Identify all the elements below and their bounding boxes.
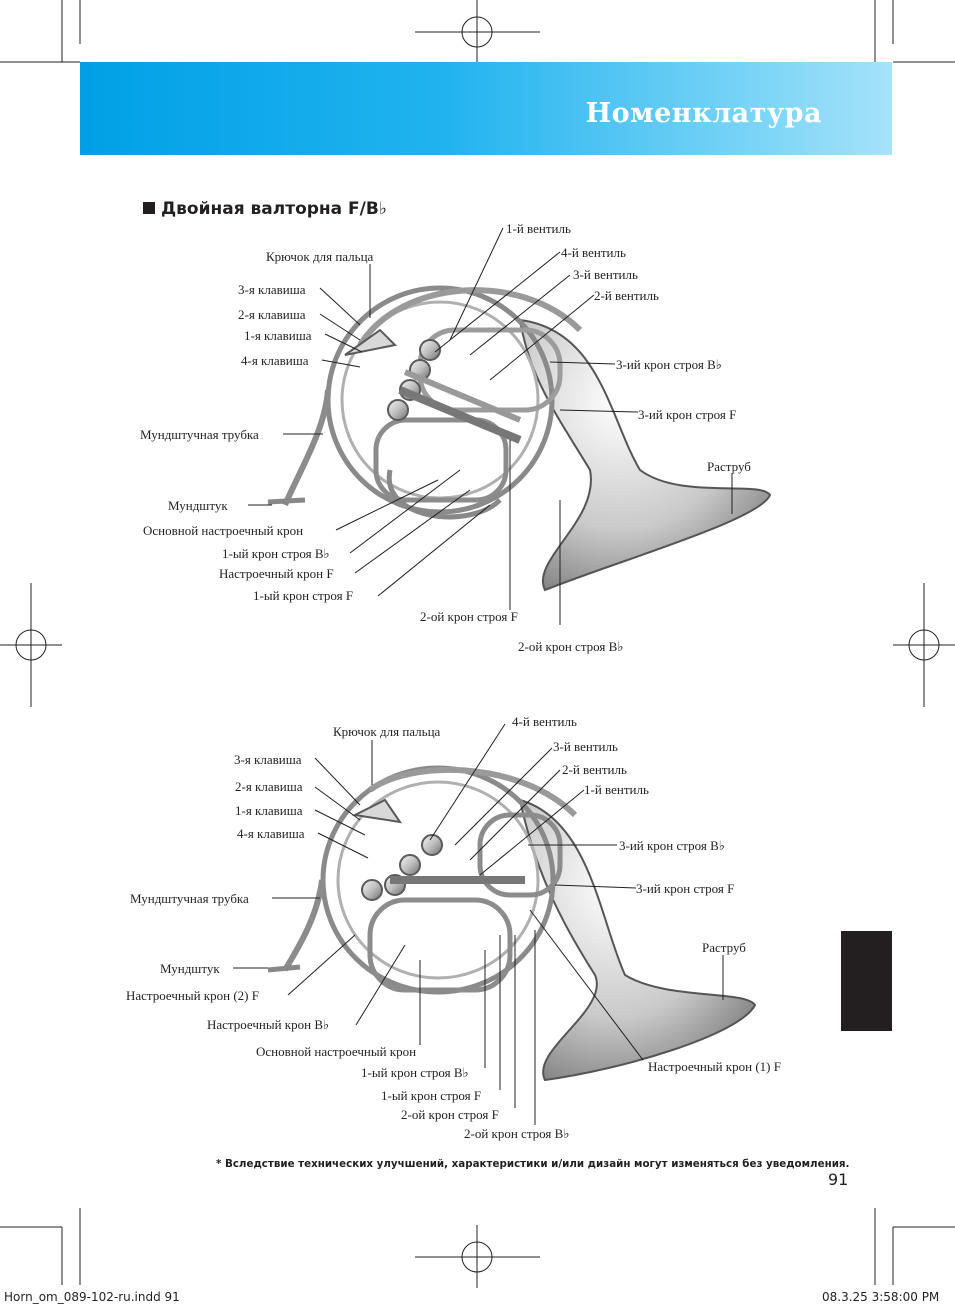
horn-illustration-top [248,227,772,625]
label-b-leadpipe: Мундштучная трубка [130,891,249,906]
label-3rd-slide-bb: 3-ий крон строя B♭ [616,357,722,372]
header-banner: Номенклатура [80,62,892,155]
label-valve-1: 1-й вентиль [506,221,571,236]
label-valve-3: 3-й вентиль [573,267,638,282]
label-2nd-slide-f: 2-ой крон строя F [420,609,518,624]
label-b-valve-3: 3-й вентиль [553,739,618,754]
label-b-tuning-slide-1f: Настроечный крон (1) F [648,1059,781,1074]
label-key-3: 3-я клавиша [238,282,306,297]
label-valve-4: 4-й вентиль [561,245,626,260]
label-main-tuning-slide: Основной настроечный крон [143,523,304,538]
label-b-1st-slide-f: 1-ый крон строя F [381,1088,482,1103]
label-b-valve-1: 1-й вентиль [584,782,649,797]
square-bullet-icon [143,202,155,214]
slug-filename: Horn_om_089-102-ru.indd 91 [4,1290,180,1304]
slug-timestamp: 08.3.25 3:58:00 PM [822,1290,940,1304]
label-3rd-slide-f: 3-ий крон строя F [638,407,737,422]
label-b-bell: Раструб [702,940,746,955]
label-b-mouthpiece: Мундштук [160,961,220,976]
label-b-key-3: 3-я клавиша [234,752,302,767]
label-b-1st-slide-bb: 1-ый крон строя B♭ [361,1065,469,1080]
label-b-finger-hook: Крючок для пальца [333,724,441,739]
label-valve-2: 2-й вентиль [594,288,659,303]
label-finger-hook: Крючок для пальца [266,249,374,264]
label-key-4: 4-я клавиша [241,353,309,368]
page-title: Номенклатура [585,98,822,129]
label-leadpipe: Мундштучная трубка [140,427,259,442]
label-b-key-4: 4-я клавиша [237,826,305,841]
label-2nd-slide-bb: 2-ой крон строя B♭ [518,639,624,654]
label-b-key-1: 1-я клавиша [235,803,303,818]
section-tab [841,931,892,1031]
label-b-valve-4: 4-й вентиль [512,714,577,729]
footnote: * Вследствие технических улучшений, хара… [216,1158,850,1170]
section-title: Двойная валторна F/B♭ [143,199,387,219]
label-key-1: 1-я клавиша [244,328,312,343]
label-b-valve-2: 2-й вентиль [562,762,627,777]
label-b-2nd-slide-f: 2-ой крон строя F [401,1107,499,1122]
label-1st-slide-bb: 1-ый крон строя B♭ [222,546,330,561]
label-b-main-tuning-slide: Основной настроечный крон [256,1044,417,1059]
label-key-2: 2-я клавиша [238,307,306,322]
label-mouthpiece: Мундштук [168,498,228,513]
label-b-3rd-slide-f: 3-ий крон строя F [636,881,735,896]
label-1st-slide-f: 1-ый крон строя F [253,588,354,603]
page-number: 91 [828,1170,849,1189]
horn-illustration-bottom [233,723,757,1125]
label-b-2nd-slide-bb: 2-ой крон строя B♭ [464,1126,570,1141]
label-b-3rd-slide-bb: 3-ий крон строя B♭ [619,838,725,853]
label-bell: Раструб [707,459,751,474]
label-f-tuning-slide: Настроечный крон F [219,566,334,581]
horn-body-bottom [267,765,757,1082]
label-b-tuning-slide-2f: Настроечный крон (2) F [126,988,259,1003]
label-b-tuning-slide-bb: Настроечный крон B♭ [207,1017,330,1032]
section-title-text: Двойная валторна F/B♭ [161,199,387,219]
label-b-key-2: 2-я клавиша [235,779,303,794]
